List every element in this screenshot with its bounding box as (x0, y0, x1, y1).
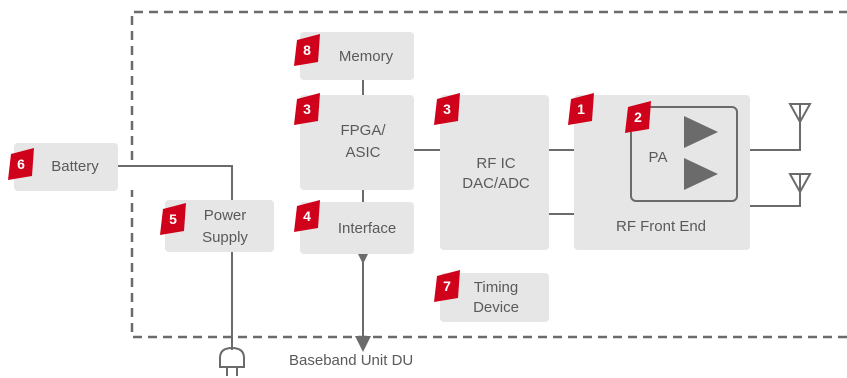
rfic-label-line1: RF IC (476, 155, 516, 172)
timing-label-line1: Timing (473, 279, 519, 296)
power-label-line1: Power (203, 207, 247, 224)
badge-battery: 6 (8, 148, 34, 180)
amplifier-triangle-icon (684, 116, 718, 190)
badge-fpga-number: 3 (303, 101, 311, 117)
antenna-icon (788, 173, 812, 195)
baseband-unit-caption: Baseband Unit DU (289, 352, 414, 369)
badge-fpga: 3 (294, 93, 320, 125)
badge-interface-number: 4 (303, 208, 311, 224)
battery-label: Battery (51, 158, 99, 175)
antenna-wire-bottom (750, 188, 801, 207)
fpga-label-line2: ASIC (345, 144, 381, 161)
badge-memory-number: 8 (303, 42, 311, 58)
badge-rfic-number: 3 (443, 101, 451, 117)
pa-label: PA (648, 149, 668, 166)
memory-label: Memory (338, 48, 394, 65)
badge-timing: 7 (434, 270, 460, 302)
interface-label: Interface (337, 220, 397, 237)
battery-wire (118, 165, 233, 200)
rf-ic-block (440, 95, 549, 250)
badge-battery-number: 6 (17, 156, 25, 172)
badge-memory: 8 (294, 34, 320, 66)
fpga-asic-block (300, 95, 414, 190)
rf-front-end-label: RF Front End (615, 218, 707, 235)
badge-pa-number: 2 (634, 109, 642, 125)
badge-pa: 2 (625, 101, 651, 133)
badge-rf-front-end-number: 1 (577, 101, 585, 117)
timing-label-line2: Device (473, 299, 519, 316)
badge-interface: 4 (294, 200, 320, 232)
power-plug-icon (219, 346, 245, 376)
badge-power-number: 5 (169, 211, 177, 227)
badge-timing-number: 7 (443, 278, 451, 294)
rfic-label-line2: DAC/ADC (462, 175, 530, 192)
du-boundary (130, 10, 847, 339)
antenna-icon (788, 103, 812, 125)
badge-rfic: 3 (434, 93, 460, 125)
fpga-label-line1: FPGA/ (340, 122, 386, 139)
badge-power: 5 (160, 203, 186, 235)
power-label-line2: Supply (202, 229, 248, 246)
badge-rf-front-end: 1 (568, 93, 594, 125)
antenna-wire-top (750, 118, 801, 151)
